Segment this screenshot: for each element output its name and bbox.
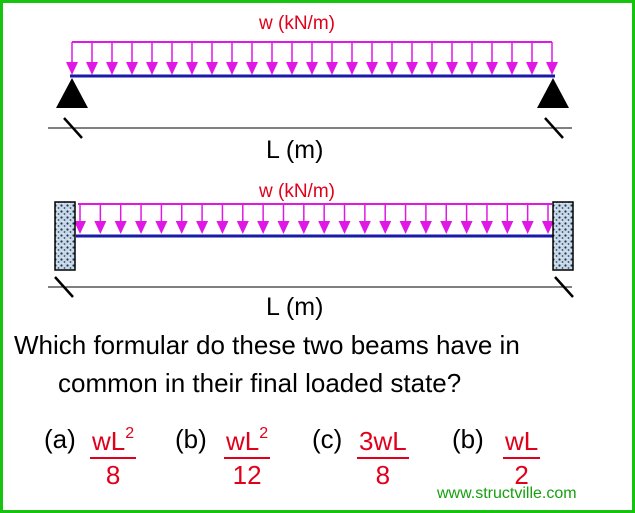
option-b-formula: wL2 12 <box>224 419 271 491</box>
beam1-load-arrow <box>246 42 258 75</box>
beam2-load-arrow <box>297 204 310 234</box>
beam2-load-label: w (kN/m) <box>259 181 335 202</box>
option-b-letter: (b) <box>175 424 207 454</box>
beam1-load-arrow <box>406 42 418 75</box>
beam1-load-arrow <box>326 42 338 75</box>
beam1-load-arrow <box>226 42 238 75</box>
beam1-load-label: w (kN/m) <box>259 13 335 34</box>
beam1-udl <box>66 41 558 75</box>
beam2-load-arrow <box>440 204 453 234</box>
beam2-load-arrow <box>196 204 209 234</box>
beam1-load-arrow <box>306 42 318 75</box>
beam1-load-arrow <box>426 42 438 75</box>
beam1-left-pin-support <box>56 78 88 108</box>
beam2-dimension-line <box>48 276 574 298</box>
beam2-load-arrow <box>155 204 168 234</box>
beam1-load-arrow <box>266 42 278 75</box>
question-line-2: common in their final loaded state? <box>58 368 462 398</box>
beam2-load-arrow <box>521 204 534 234</box>
beam2-load-arrow <box>236 204 249 234</box>
beam1-load-arrow <box>286 42 298 75</box>
option-a-letter: (a) <box>44 424 76 454</box>
beam1-load-arrow <box>66 42 78 75</box>
option-d-formula: wL 2 <box>503 419 541 491</box>
beam2-load-arrow <box>399 204 412 234</box>
beam1-right-pin-support <box>537 78 569 108</box>
beam2-load-arrow <box>257 204 270 234</box>
beam2-load-arrow <box>94 204 107 234</box>
beam1-load-arrow <box>186 42 198 75</box>
beam1-load-arrow <box>546 42 558 75</box>
beam1-load-arrow <box>206 42 218 75</box>
beam2-load-arrow <box>135 204 148 234</box>
option-d-letter: (b) <box>452 424 484 454</box>
beam1-load-arrows <box>66 42 558 75</box>
beam1-span-label: L (m) <box>266 136 324 164</box>
beam2-load-arrow <box>318 204 331 234</box>
beam1-dimension-line <box>48 117 572 139</box>
beam1-load-arrow <box>366 42 378 75</box>
beam2-load-arrow <box>460 204 473 234</box>
beam2-load-arrow <box>419 204 432 234</box>
beam2-right-fixed-support <box>552 201 574 271</box>
beam2-load-arrow <box>379 204 392 234</box>
beam2-load-arrow <box>74 204 86 234</box>
beam1-load-arrow <box>126 42 138 75</box>
beam1-load-arrow <box>446 42 458 75</box>
beam2-load-arrow <box>338 204 351 234</box>
beam2-udl <box>74 203 554 234</box>
beam2-load-arrow <box>480 204 493 234</box>
beam2-load-arrow <box>216 204 229 234</box>
beam2-load-arrow <box>175 204 188 234</box>
beam1-load-arrow <box>466 42 478 75</box>
beam2-load-arrow <box>114 204 127 234</box>
option-c-letter: (c) <box>312 424 343 454</box>
beam2-load-arrow <box>542 204 554 234</box>
beam2-span-label: L (m) <box>266 293 324 321</box>
beam2-load-arrows <box>74 204 554 234</box>
beam1-load-arrow <box>506 42 518 75</box>
option-a-formula: wL2 8 <box>90 419 137 491</box>
website-watermark: www.structville.com <box>437 485 577 502</box>
beam1-load-arrow <box>346 42 358 75</box>
beam2-load-arrow <box>277 204 290 234</box>
beam1-load-arrow <box>386 42 398 75</box>
beam1-load-arrow <box>106 42 118 75</box>
beam1-load-arrow <box>486 42 498 75</box>
question-line-1: Which formular do these two beams have i… <box>14 330 520 360</box>
beam2-load-arrow <box>358 204 371 234</box>
beam1-load-arrow <box>146 42 158 75</box>
beam2-load-arrow <box>501 204 514 234</box>
beam1-load-arrow <box>166 42 178 75</box>
option-c-formula: 3wL 8 <box>357 419 409 491</box>
beam2-left-fixed-support <box>54 201 76 271</box>
beam1-load-arrow <box>86 42 98 75</box>
beam1-load-arrow <box>526 42 538 75</box>
